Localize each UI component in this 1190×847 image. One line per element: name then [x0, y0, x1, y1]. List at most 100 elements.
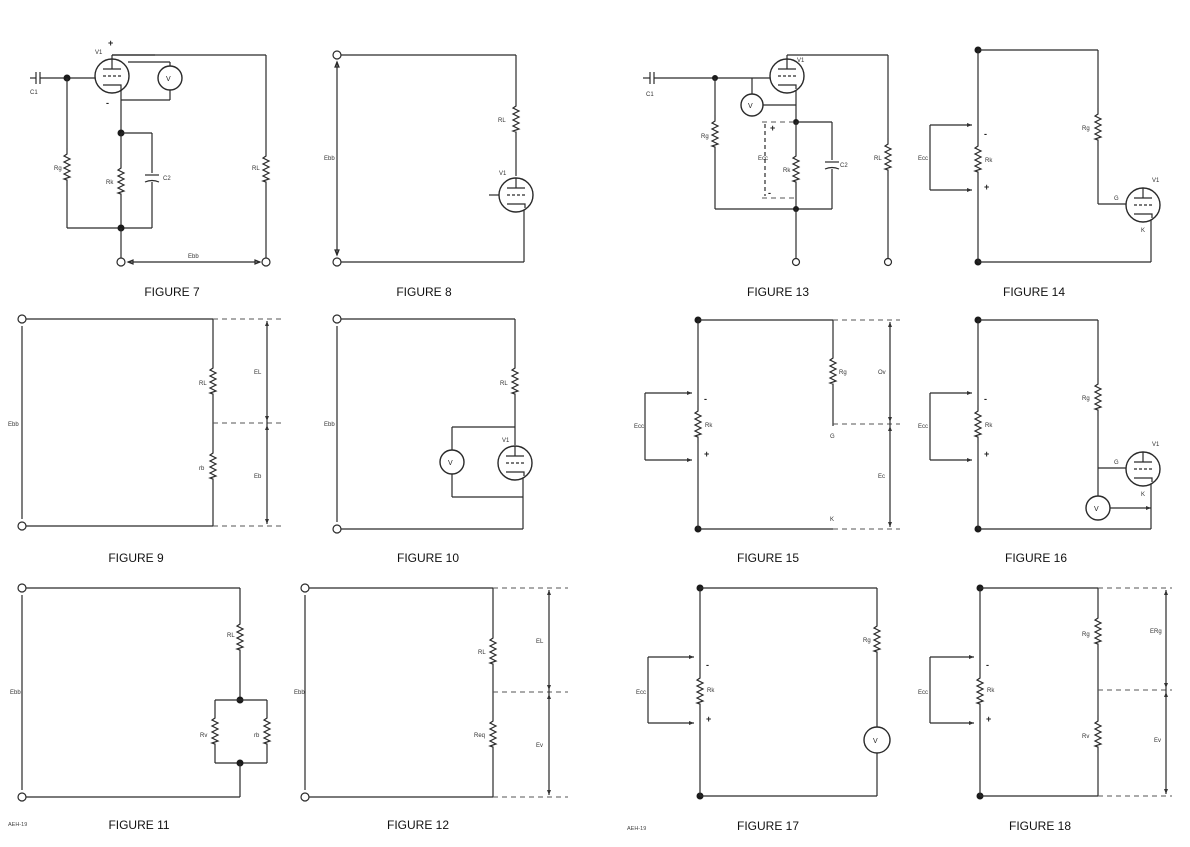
figure-16: Ecc Rk Rg V V1 G K - + FIGURE 16: [918, 316, 1161, 565]
fig15-rg-label: Rg: [839, 370, 847, 376]
fig9-eb-label: Eb: [254, 474, 262, 480]
fig12-rl-label: RL: [478, 650, 486, 656]
fig13-tube-label: V1: [797, 58, 805, 64]
fig10-voltmeter-label: V: [448, 460, 453, 467]
figure-8-caption: FIGURE 8: [396, 285, 452, 299]
fig9-rl-label: RL: [199, 381, 207, 387]
fig13-rl-label: RL: [874, 156, 882, 162]
figure-15-caption: FIGURE 15: [737, 551, 799, 565]
fig14-minus-sign: -: [984, 129, 987, 139]
fig16-plus-sign: +: [984, 449, 989, 459]
fig7-tube-label: V1: [95, 50, 103, 56]
fig13-rk-label: Rk: [783, 168, 791, 174]
fig16-tube-label: V1: [1152, 442, 1160, 448]
fig15-cathode-label: K: [830, 517, 834, 523]
fig7-rl-label: RL: [252, 166, 260, 172]
fig11-rv-label: Rv: [200, 733, 207, 739]
fig7-ebb-label: Ebb: [188, 254, 199, 260]
fig18-rg-label: Rg: [1082, 632, 1090, 638]
fig16-cathode-label: K: [1141, 492, 1145, 498]
fig14-rk-label: Rk: [985, 158, 993, 164]
fig16-minus-sign: -: [984, 394, 987, 404]
fig9-ebb-label: Ebb: [8, 422, 19, 428]
figure-17: Ecc Rk Rg V - + FIGURE 17: [636, 584, 891, 833]
fig17-rk-label: Rk: [707, 688, 715, 694]
fig18-plus-sign: +: [986, 714, 991, 724]
fig14-grid-label: G: [1114, 196, 1119, 202]
fig13-c2-label: C2: [840, 163, 848, 169]
fig16-grid-label: G: [1114, 460, 1119, 466]
figure-10: Ebb RL V V1 FIGURE 10: [324, 314, 533, 565]
figure-16-caption: FIGURE 16: [1005, 551, 1067, 565]
fig10-ebb-label: Ebb: [324, 422, 335, 428]
figure-9-caption: FIGURE 9: [108, 551, 164, 565]
fig14-rg-label: Rg: [1082, 126, 1090, 132]
fig13-c1-label: C1: [646, 92, 654, 98]
fig15-ec-label: Ec: [878, 474, 885, 480]
fig17-ecc-label: Ecc: [636, 690, 646, 696]
figure-14-caption: FIGURE 14: [1003, 285, 1065, 299]
fig18-rv-label: Rv: [1082, 734, 1089, 740]
fig12-req-label: Req: [474, 733, 485, 739]
fig18-minus-sign: -: [986, 660, 989, 670]
figure-12-caption: FIGURE 12: [387, 818, 449, 832]
fig15-ecc-label: Ecc: [634, 424, 644, 430]
figure-13-caption: FIGURE 13: [747, 285, 809, 299]
figure-7: V V1 C1 Rg Rk C2 RL Ebb + - FIGURE 7: [30, 38, 271, 299]
figure-17-caption: FIGURE 17: [737, 819, 799, 833]
fig13-minus-sign: -: [768, 188, 771, 198]
fig10-rl-label: RL: [500, 381, 508, 387]
figure-14: Ecc Rk Rg V1 G K - + FIGURE 14: [918, 46, 1161, 299]
fig15-plus-sign: +: [704, 449, 709, 459]
fig8-ebb-label: Ebb: [324, 156, 335, 162]
figure-18: Ecc Rk Rg Rv ERg Ev - + FIGURE 18: [918, 584, 1172, 833]
fig16-rk-label: Rk: [985, 423, 993, 429]
fig15-ov-label: Ov: [878, 370, 886, 376]
fig15-minus-sign: -: [704, 394, 707, 404]
fig7-rk-label: Rk: [106, 180, 114, 186]
fig8-tube-label: V1: [499, 171, 507, 177]
fig13-plus-sign: +: [770, 123, 775, 133]
fig14-ecc-label: Ecc: [918, 156, 928, 162]
figure-11: Ebb RL Rv rb FIGURE 11: [10, 583, 271, 832]
fig10-tube-label: V1: [502, 438, 510, 444]
fig17-minus-sign: -: [706, 660, 709, 670]
figure-13: V V1 C1 Rg Ecc Rk C2 RL + - FIGURE 13: [643, 54, 893, 299]
fig8-rl-label: RL: [498, 118, 506, 124]
fig7-plus-sign: +: [108, 38, 113, 48]
figure-11-caption: FIGURE 11: [108, 818, 169, 832]
fig16-ecc-label: Ecc: [918, 424, 928, 430]
page-code-right: AEH-19: [627, 826, 646, 832]
fig11-rl-label: RL: [227, 633, 235, 639]
fig11-ebb-label: Ebb: [10, 690, 21, 696]
fig7-voltmeter-label: V: [166, 76, 171, 83]
figure-8: Ebb RL V1 FIGURE 8: [324, 50, 534, 299]
fig7-c2-label: C2: [163, 176, 171, 182]
fig16-rg-label: Rg: [1082, 396, 1090, 402]
fig13-rg-label: Rg: [701, 134, 709, 140]
fig12-ebb-label: Ebb: [294, 690, 305, 696]
fig11-rb-label: rb: [254, 733, 260, 739]
fig18-rk-label: Rk: [987, 688, 995, 694]
fig17-plus-sign: +: [706, 714, 711, 724]
figure-12: Ebb RL Req EL Ev FIGURE 12: [294, 583, 568, 832]
fig9-el-label: EL: [254, 370, 262, 376]
fig17-rg-label: Rg: [863, 638, 871, 644]
figure-9: Ebb RL rb EL Eb FIGURE 9: [8, 314, 282, 565]
fig14-cathode-label: K: [1141, 228, 1145, 234]
fig13-voltmeter-label: V: [748, 103, 753, 110]
fig7-rg-label: Rg: [54, 166, 62, 172]
fig15-grid-label: G: [830, 434, 835, 440]
fig16-voltmeter-label: V: [1094, 506, 1099, 513]
fig15-rk-label: Rk: [705, 423, 713, 429]
fig13-ecc-label: Ecc: [758, 156, 768, 162]
figure-10-caption: FIGURE 10: [397, 551, 459, 565]
fig7-c1-label: C1: [30, 90, 38, 96]
fig9-rb-label: rb: [199, 466, 205, 472]
fig18-ev-label: Ev: [1154, 738, 1161, 744]
fig14-tube-label: V1: [1152, 178, 1160, 184]
fig18-erg-label: ERg: [1150, 629, 1162, 635]
figure-7-caption: FIGURE 7: [144, 285, 200, 299]
fig18-ecc-label: Ecc: [918, 690, 928, 696]
